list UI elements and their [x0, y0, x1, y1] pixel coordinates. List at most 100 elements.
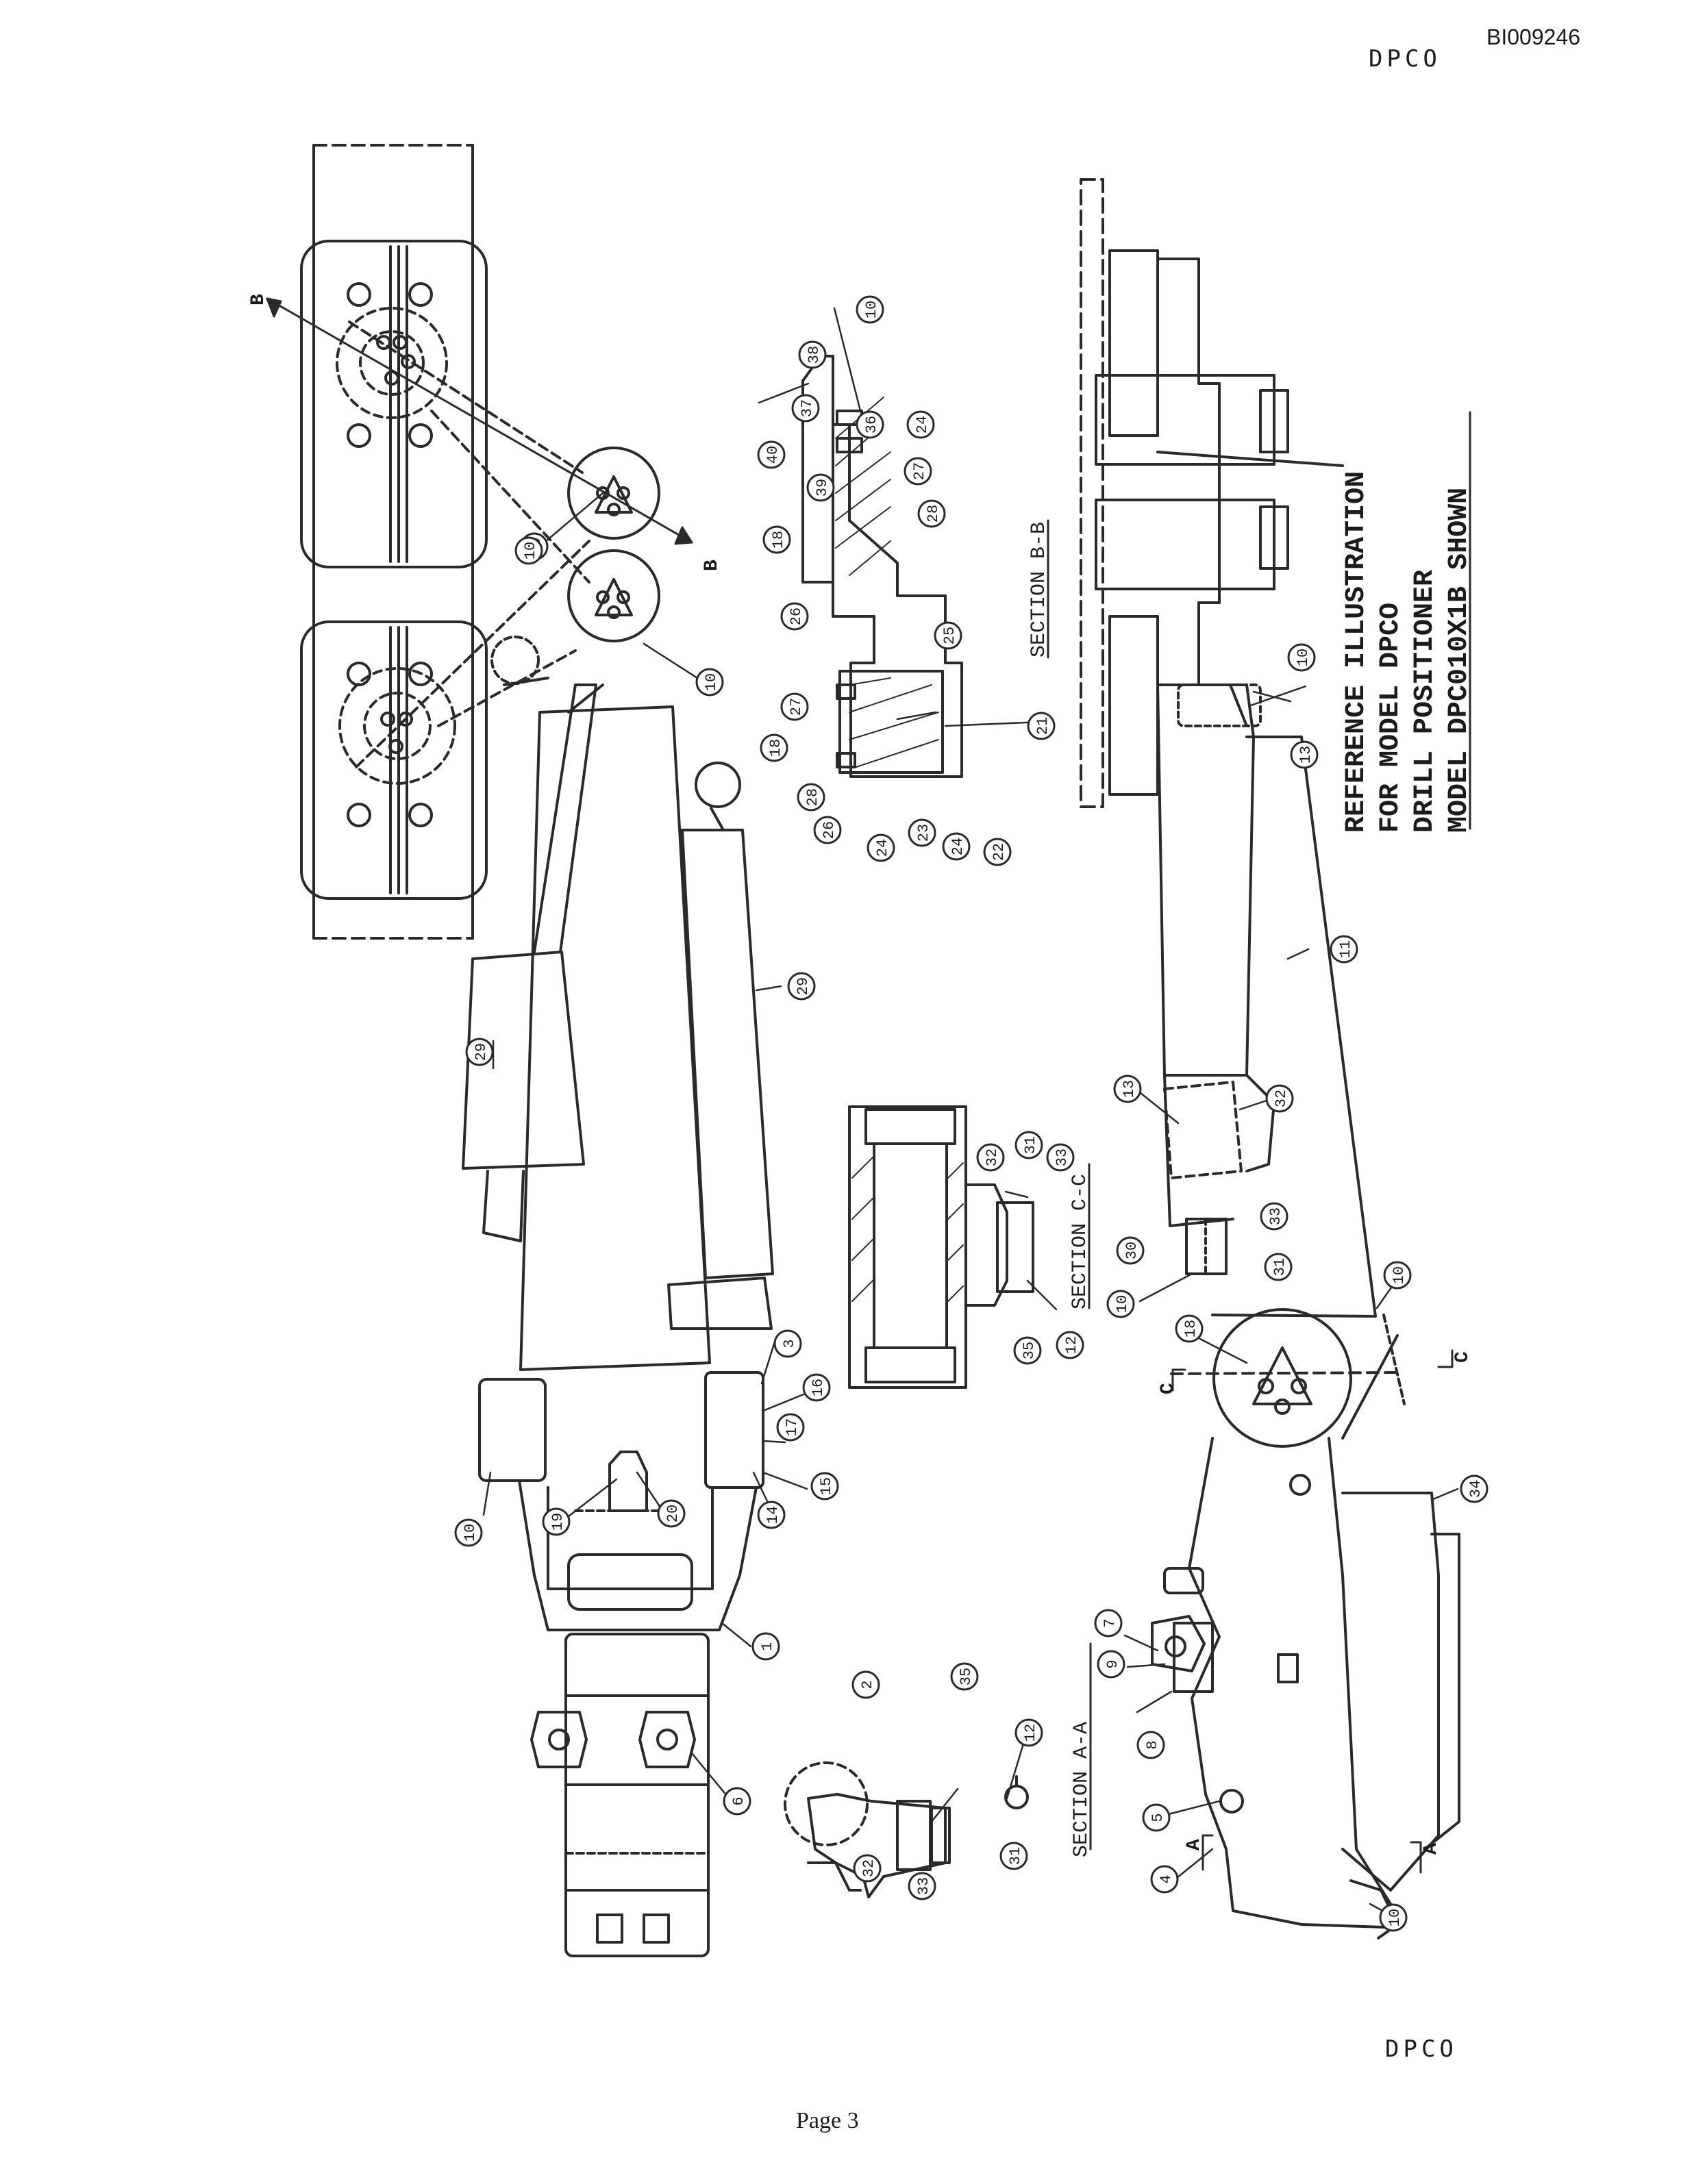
part-callout: 7	[1094, 1609, 1123, 1637]
part-callout-number: 27	[788, 698, 805, 716]
part-callout-number: 31	[1022, 1136, 1039, 1154]
part-callout: 33	[1260, 1202, 1288, 1231]
section-b-b-drawing	[801, 355, 963, 778]
part-callout: 3	[773, 1329, 802, 1358]
part-callout-number: 17	[784, 1418, 801, 1436]
cut-marker-b-lower: B	[701, 560, 723, 571]
part-callout: 31	[999, 1842, 1028, 1870]
cut-line-c	[1171, 1349, 1454, 1392]
section-c-c-drawing	[848, 1105, 1034, 1389]
part-callout: 24	[942, 832, 971, 861]
part-callout-number: 28	[804, 788, 821, 806]
part-callout-number: 24	[949, 838, 967, 855]
part-callout: 14	[757, 1501, 786, 1529]
title-line-4: MODEL DPC010X1B SHOWN	[1444, 488, 1475, 833]
part-callout-number: 33	[1054, 1149, 1071, 1166]
mounting-beam	[312, 144, 474, 940]
part-callout-number: 13	[1121, 1080, 1138, 1098]
part-callout-number: 31	[1271, 1258, 1288, 1276]
part-callout-number: 18	[767, 739, 784, 757]
slide-carriage	[530, 1633, 710, 1957]
part-callout: 23	[908, 818, 936, 847]
part-callout-number: 30	[1123, 1242, 1141, 1259]
boom-yoke	[478, 1371, 764, 1631]
part-callout-number: 5	[1149, 1813, 1167, 1822]
part-callout-number: 4	[1158, 1874, 1175, 1883]
part-callout-number: 26	[788, 607, 805, 625]
side-view-bracket	[1163, 1081, 1243, 1275]
part-callout-number: 11	[1337, 940, 1354, 958]
part-callout-number: 22	[991, 843, 1008, 861]
part-callout-number: 10	[863, 301, 880, 318]
part-callout-number: 32	[860, 1859, 877, 1877]
part-callout: 8	[1136, 1731, 1165, 1759]
part-callout: 10	[1383, 1261, 1412, 1290]
part-callout: 33	[1046, 1143, 1075, 1172]
part-callout-number: 12	[1022, 1724, 1039, 1742]
part-callout: 32	[1265, 1084, 1294, 1113]
part-callout-number: 3	[781, 1339, 798, 1348]
hydraulic-cylinder-left	[462, 683, 597, 1242]
part-callout: 31	[1264, 1253, 1293, 1281]
part-callout: 6	[723, 1787, 751, 1816]
part-callout-number: 10	[703, 673, 720, 691]
part-callout-number: 18	[1182, 1320, 1199, 1338]
part-callout-number: 28	[925, 505, 942, 523]
part-callout: 19	[542, 1507, 571, 1536]
part-callout: 24	[867, 833, 895, 862]
part-callout-number: 35	[958, 1668, 975, 1685]
part-callout-number: 31	[1007, 1847, 1024, 1865]
swing-links	[348, 321, 590, 768]
part-callout-number: 20	[664, 1505, 682, 1522]
part-callout-number: 19	[549, 1513, 566, 1531]
pivot-hub-upper	[567, 447, 660, 540]
part-callout: 16	[802, 1373, 831, 1402]
part-callout: 38	[798, 340, 827, 369]
part-callout: 10	[856, 295, 884, 324]
section-b-b-label: SECTION B-B	[1028, 522, 1051, 657]
part-callout-number: 25	[941, 627, 958, 644]
document-id: BI009246	[1486, 25, 1581, 49]
part-callout-number: 14	[764, 1506, 782, 1524]
part-callout: 17	[776, 1413, 805, 1442]
part-callout: 32	[853, 1854, 882, 1883]
part-callout: 31	[1014, 1131, 1043, 1159]
part-callout-number: 10	[522, 542, 539, 560]
part-callout: 18	[760, 733, 788, 762]
cut-marker-a-right: A	[1421, 1843, 1442, 1855]
part-callout: 33	[908, 1872, 936, 1900]
part-callout-number: 26	[821, 821, 838, 839]
part-callout: 10	[454, 1518, 483, 1547]
part-callout-number: 12	[1063, 1336, 1080, 1354]
part-callout-number: 39	[814, 479, 831, 497]
part-callout-number: 10	[1295, 649, 1312, 666]
part-callout-number: 37	[799, 399, 816, 417]
part-callout: 25	[934, 621, 962, 650]
part-callout-number: 2	[859, 1680, 876, 1689]
part-callout: 11	[1330, 935, 1358, 964]
part-callout-number: 10	[462, 1524, 479, 1542]
part-callout: 4	[1150, 1865, 1179, 1894]
part-callout: 12	[1056, 1331, 1084, 1359]
part-callout-number: 32	[1273, 1090, 1290, 1107]
pivot-hub-lower	[567, 549, 660, 642]
part-callout: 35	[1013, 1336, 1042, 1365]
part-callout-number: 40	[764, 446, 782, 464]
part-callout: 37	[791, 394, 820, 423]
mounting-plate-lower	[300, 620, 488, 900]
brand-mark-bottom: DPCO	[1385, 2035, 1458, 2063]
part-callouts: 1010102929316171514101920161038374039362…	[454, 295, 1489, 1932]
part-callout: 9	[1097, 1650, 1125, 1679]
side-view-pivot	[1170, 1308, 1399, 1496]
part-callout-number: 21	[1034, 717, 1051, 735]
part-callout: 10	[1379, 1903, 1408, 1932]
part-callout: 18	[1175, 1314, 1204, 1343]
part-callout-number: 7	[1101, 1618, 1119, 1627]
title-line-2: FOR MODEL DPCO	[1375, 603, 1406, 833]
part-callout: 10	[514, 536, 543, 565]
part-callout-number: 15	[818, 1477, 835, 1495]
part-callout: 27	[904, 457, 932, 486]
part-callout: 29	[787, 972, 816, 1001]
part-callout: 13	[1290, 740, 1319, 769]
